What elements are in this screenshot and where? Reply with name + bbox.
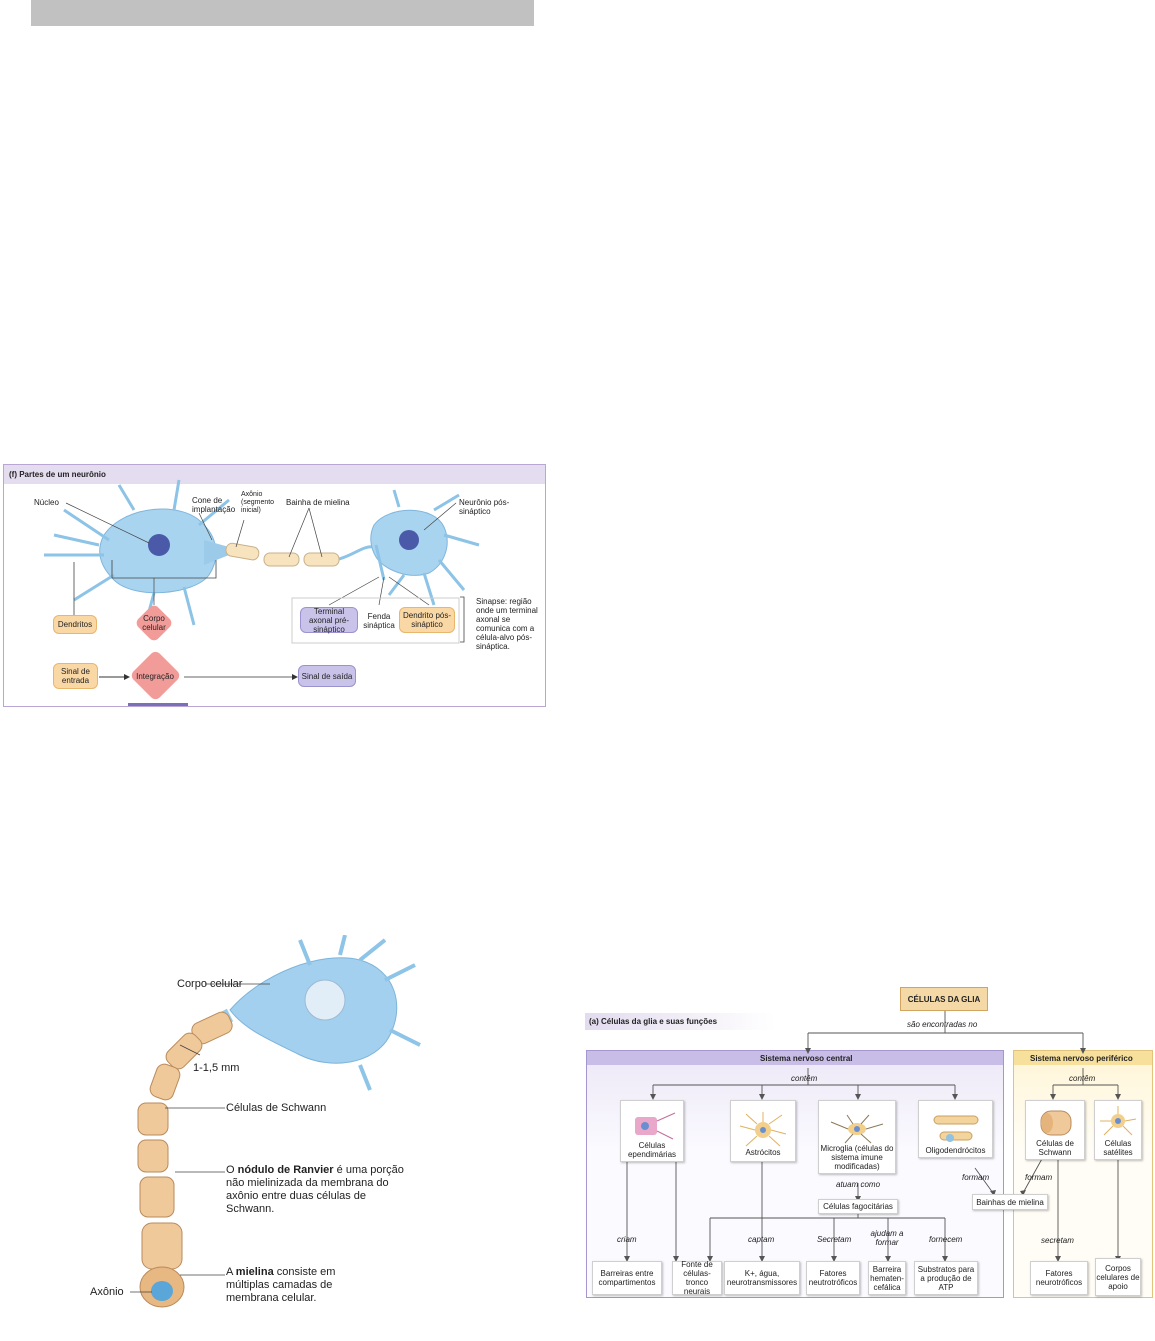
satellite-cell-icon (1098, 1105, 1138, 1139)
label-secretam-snp: secretam (1041, 1236, 1074, 1245)
func-corpos: Corpos celulares de apoio (1095, 1258, 1141, 1296)
cell-astrocitos: Astrócitos (730, 1100, 796, 1162)
schwann-label-axonio: Axônio (90, 1286, 124, 1299)
func-substratos: Substratos para a produção de ATP (914, 1261, 978, 1295)
label-sinapse: Sinapse: região onde um terminal axonal … (476, 597, 542, 651)
label-cone: Cone de implantação (192, 496, 240, 514)
box-terminal: Terminal axonal pré-sináptico (300, 607, 358, 633)
oligodendrocyte-icon (928, 1110, 984, 1146)
box-entrada: Sinal de entrada (53, 663, 98, 689)
func-fatores-snp: Fatores neurotróficos (1030, 1261, 1088, 1295)
schwann-label-nodulo: O nódulo de Ranvier é uma porção não mie… (226, 1164, 416, 1216)
label-criam: criam (617, 1235, 637, 1244)
box-fagocitarias: Células fagocitárias (818, 1199, 898, 1214)
cell-schwann: Células de Schwann (1025, 1100, 1085, 1160)
box-bainhas: Bainhas de mielina (972, 1194, 1048, 1210)
cell-ependimarias: Células ependimárias (620, 1100, 684, 1162)
func-fatores: Fatores neutrotróficos (806, 1261, 860, 1295)
astrocyte-icon (738, 1112, 788, 1148)
schwann-label-medida: 1-1,5 mm (193, 1062, 239, 1075)
label-formam-oligo: formam (962, 1173, 989, 1182)
schwann-cell-icon (1033, 1105, 1077, 1139)
box-integracao: Integração (130, 668, 180, 684)
snc-contem: contêm (791, 1074, 817, 1083)
schwann-label-celulas: Células de Schwann (226, 1102, 326, 1115)
box-saida: Sinal de saída (298, 665, 356, 687)
cell-microglia: Microglia (células do sistema imune modi… (818, 1100, 896, 1174)
label-axonio: Axônio (segmento inicial) (241, 491, 283, 515)
label-captam: captam (748, 1235, 774, 1244)
label-ajudam: ajudam a formar (869, 1229, 905, 1247)
label-pos-neuron: Neurônio pós-sináptico (459, 498, 519, 516)
microglia-icon (829, 1114, 885, 1144)
label-fornecem: fornecem (929, 1235, 962, 1244)
neuron-panel: (f) Partes de um neurônio (3, 464, 546, 707)
myelinated-axon-illustration (130, 935, 430, 1315)
schwann-label-corpo: Corpo celular (177, 978, 242, 991)
label-bainha: Bainha de mielina (286, 498, 350, 507)
label-atuam: atuam como (836, 1180, 880, 1189)
cell-satelites: Células satélites (1094, 1100, 1142, 1160)
func-barreira-hemato: Barreira hematen-cefálica (868, 1261, 906, 1295)
box-corpo: Corpo celular (134, 613, 174, 633)
cell-oligodendrocitos: Oligodendrócitos (918, 1100, 993, 1158)
header-bar (31, 0, 534, 26)
func-fonte: Fonte de células-tronco neurais (672, 1261, 722, 1295)
func-kagua: K+, água, neurotransmissores (724, 1261, 800, 1295)
label-secretam: Secretam (817, 1235, 851, 1244)
box-dendritos: Dendritos (53, 615, 97, 634)
func-barreiras: Barreiras entre compartimentos (592, 1261, 662, 1295)
label-nucleo: Núcleo (34, 498, 59, 507)
ependymal-icon (627, 1111, 677, 1141)
schwann-label-mielina: A mielina consiste em múltiplas camadas … (226, 1266, 346, 1305)
label-formam-schwann: formam (1025, 1173, 1052, 1182)
snp-contem: contêm (1069, 1074, 1095, 1083)
box-dendrito-pos: Dendrito pós-sináptico (399, 607, 455, 633)
label-fenda: Fenda sináptica (361, 612, 397, 630)
